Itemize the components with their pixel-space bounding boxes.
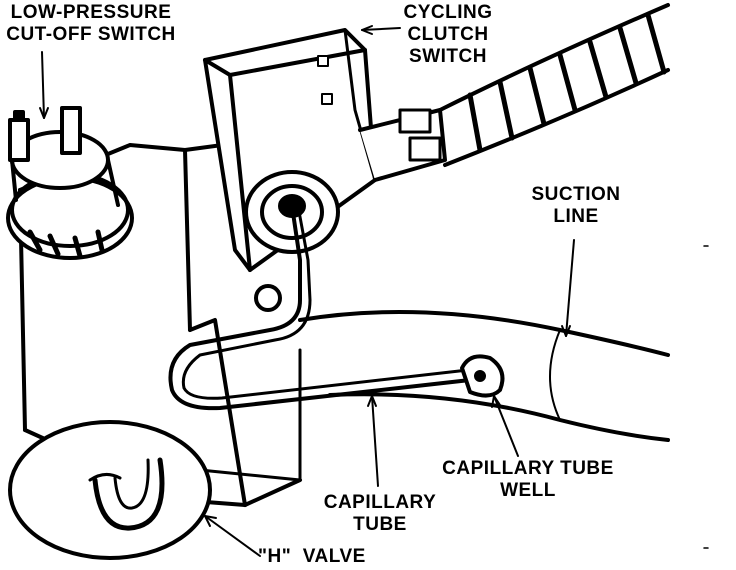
label-low-pressure-switch: LOW-PRESSURE CUT-OFF SWITCH	[0, 2, 182, 46]
leader-lines	[39, 25, 575, 557]
corrugated-hose	[438, 3, 670, 167]
capillary-tube-well	[460, 354, 505, 398]
label-capillary-tube-line-2: TUBE	[353, 514, 407, 535]
low-pressure-switch	[6, 106, 134, 260]
edge-marks	[703, 245, 709, 549]
label-cycling-line-2: CLUTCH	[407, 24, 489, 45]
label-capillary-tube-well: CAPILLARY TUBE WELL	[438, 458, 618, 502]
label-suction-line-2: LINE	[553, 206, 599, 227]
label-capillary-tube: CAPILLARY TUBE	[318, 492, 442, 536]
label-capillary-well-line-2: WELL	[500, 480, 556, 501]
label-capillary-tube-line-1: CAPILLARY	[323, 492, 437, 513]
label-suction-line-1: SUCTION	[531, 184, 621, 205]
label-cycling-line-3: SWITCH	[409, 46, 487, 67]
suction-line-pipe	[298, 310, 670, 442]
cycling-clutch-switch	[203, 28, 447, 312]
label-cycling-line-1: CYCLING	[403, 2, 493, 23]
label-cycling-clutch-switch: CYCLING CLUTCH SWITCH	[396, 2, 500, 68]
h-valve-face	[8, 420, 212, 560]
label-low-pressure-line-2: CUT-OFF SWITCH	[6, 24, 176, 45]
capillary-tube	[168, 204, 472, 411]
label-suction-line: SUCTION LINE	[524, 184, 628, 228]
label-low-pressure-line-1: LOW-PRESSURE	[10, 2, 172, 23]
label-h-valve: "H" VALVE	[258, 546, 366, 567]
label-capillary-well-line-1: CAPILLARY TUBE	[442, 458, 614, 479]
